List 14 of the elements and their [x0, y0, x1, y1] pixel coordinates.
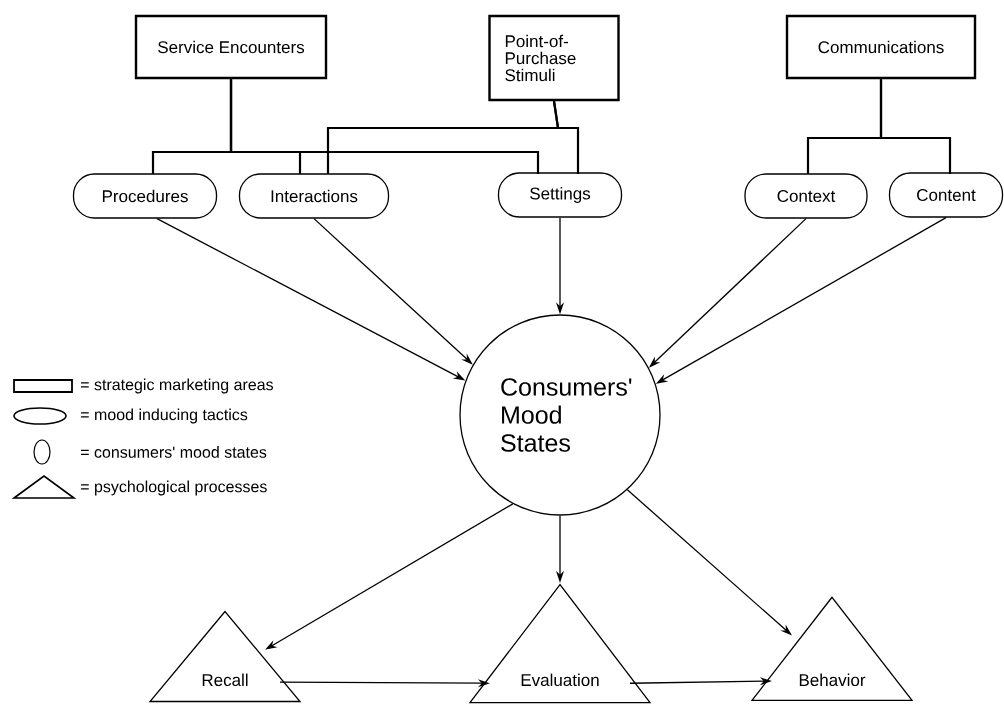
tactic-pill: Content [888, 172, 1004, 218]
legend-item: = mood inducing tactics [13, 407, 248, 425]
connector-line [879, 79, 952, 174]
tactic-pill: Settings [497, 172, 623, 218]
strategic-area-box: Service Encounters [134, 14, 328, 80]
legend-item: = consumers' mood states [33, 439, 267, 465]
legend-item: = strategic marketing areas [13, 378, 273, 394]
tactic-pill: Context [744, 173, 868, 219]
strategic-area-box: Point-of-Purchase Stimuli [488, 14, 620, 102]
tactic-pill: Procedures [72, 173, 218, 219]
connector-line [229, 79, 540, 174]
strategic-area-box: Communications [785, 14, 977, 80]
connector-line [552, 101, 580, 174]
tactic-pill: Interactions [238, 173, 390, 219]
